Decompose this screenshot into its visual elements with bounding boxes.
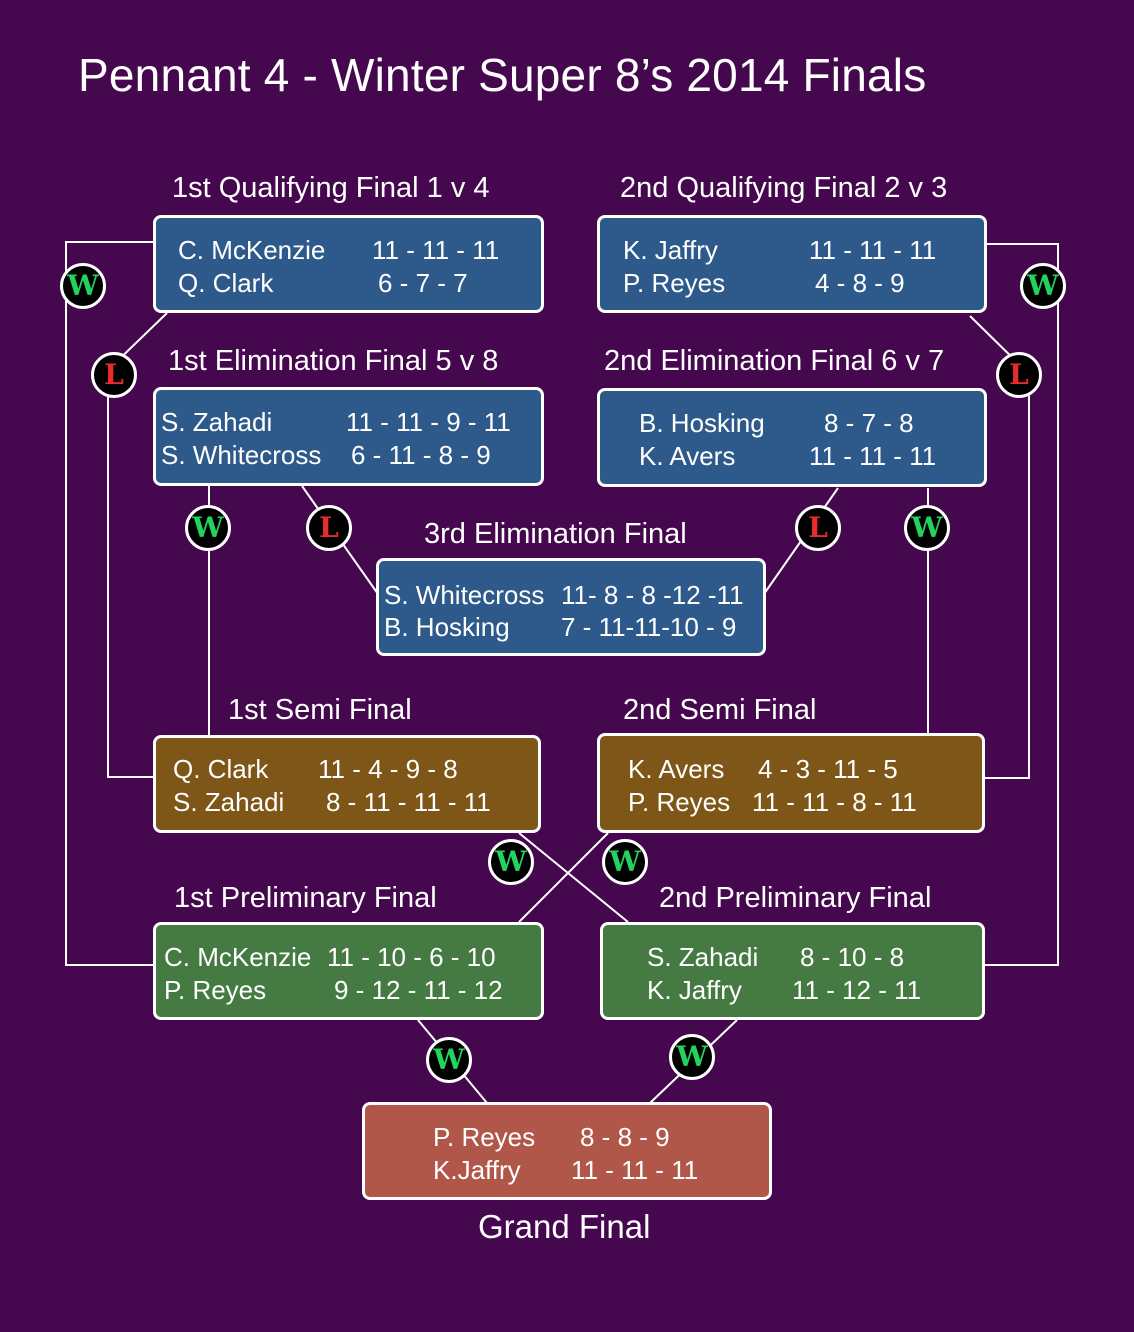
ef2-player2: K. Avers xyxy=(639,441,736,471)
qf1-score1: 11 - 11 - 11 xyxy=(372,235,500,265)
ef2-player1: B. Hosking xyxy=(639,408,765,438)
ef1-player1: S. Zahadi xyxy=(161,407,273,437)
ef3-match-box: S. Whitecross 11- 8 - 8 -12 -11 B. Hoski… xyxy=(376,558,766,656)
pf1-label: 1st Preliminary Final xyxy=(174,882,437,914)
gf-score1: 8 - 8 - 9 xyxy=(580,1122,670,1152)
page-title: Pennant 4 - Winter Super 8’s 2014 Finals xyxy=(78,49,927,101)
connector-qf1-winner xyxy=(65,241,155,966)
win-badge-ef2: W xyxy=(904,505,950,551)
qf2-score2: 4 - 8 - 9 xyxy=(815,268,905,298)
gf-player1: P. Reyes xyxy=(433,1122,536,1152)
pf1-match-box: C. McKenzie 11 - 10 - 6 - 10 P. Reyes 9 … xyxy=(153,922,544,1020)
loss-badge-ef2: L xyxy=(795,505,841,551)
sf1-player1: Q. Clark xyxy=(173,754,269,784)
qf2-match-box: K. Jaffry 11 - 11 - 11 P. Reyes 4 - 8 - … xyxy=(597,215,987,313)
gf-match-box: P. Reyes 8 - 8 - 9 K.Jaffry 11 - 11 - 11 xyxy=(362,1102,772,1200)
sf2-player2: P. Reyes xyxy=(628,787,731,817)
sf2-player1: K. Avers xyxy=(628,754,725,784)
connector-sf2-winner xyxy=(518,832,609,923)
win-badge-ef1: W xyxy=(185,505,231,551)
sf1-score2: 8 - 11 - 11 - 11 xyxy=(326,787,491,817)
ef3-player1: S. Whitecross xyxy=(384,580,545,610)
connector-qf2-winner xyxy=(983,243,1059,966)
pf2-label: 2nd Preliminary Final xyxy=(659,882,932,914)
qf2-score1: 11 - 11 - 11 xyxy=(809,235,937,265)
pf1-player2: P. Reyes xyxy=(164,975,267,1005)
ef3-player2: B. Hosking xyxy=(384,612,510,642)
ef2-score1: 8 - 7 - 8 xyxy=(824,408,914,438)
ef2-label: 2nd Elimination Final 6 v 7 xyxy=(604,345,945,377)
qf1-match-box: C. McKenzie 11 - 11 - 11 Q. Clark 6 - 7 … xyxy=(153,215,544,313)
qf1-player2: Q. Clark xyxy=(178,268,274,298)
qf1-label: 1st Qualifying Final 1 v 4 xyxy=(172,172,490,204)
win-badge-pf1: W xyxy=(426,1037,472,1083)
pf1-player1: C. McKenzie xyxy=(164,942,312,972)
win-badge-sf2: W xyxy=(602,839,648,885)
pf2-score1: 8 - 10 - 8 xyxy=(800,942,905,972)
qf2-player1: K. Jaffry xyxy=(623,235,718,265)
sf2-label: 2nd Semi Final xyxy=(623,694,817,726)
sf1-label: 1st Semi Final xyxy=(228,694,412,726)
pf2-player2: K. Jaffry xyxy=(647,975,742,1005)
ef2-match-box: B. Hosking 8 - 7 - 8 K. Avers 11 - 11 - … xyxy=(597,388,987,487)
ef2-score2: 11 - 11 - 11 xyxy=(809,441,937,471)
ef1-match-box: S. Zahadi 11 - 11 - 9 - 11 S. Whitecross… xyxy=(153,387,544,486)
ef3-label: 3rd Elimination Final xyxy=(424,518,687,550)
win-badge-sf1: W xyxy=(488,839,534,885)
qf1-score2: 6 - 7 - 7 xyxy=(378,268,468,298)
ef1-score1: 11 - 11 - 9 - 11 xyxy=(346,407,511,437)
loss-badge-qf2: L xyxy=(996,352,1042,398)
sf1-player2: S. Zahadi xyxy=(173,787,285,817)
win-badge-pf2: W xyxy=(669,1034,715,1080)
connector-qf1-loser xyxy=(107,312,168,778)
ef3-score1: 11- 8 - 8 -12 -11 xyxy=(561,580,744,610)
sf2-score2: 11 - 11 - 8 - 11 xyxy=(752,787,917,817)
win-badge-qf2: W xyxy=(1020,263,1066,309)
win-badge-qf1: W xyxy=(60,263,106,309)
qf1-player1: C. McKenzie xyxy=(178,235,326,265)
pf1-score1: 11 - 10 - 6 - 10 xyxy=(327,942,496,972)
pf1-score2: 9 - 12 - 11 - 12 xyxy=(334,975,503,1005)
sf2-score1: 4 - 3 - 11 - 5 xyxy=(758,754,898,784)
ef3-score2: 7 - 11-11-10 - 9 xyxy=(561,612,737,642)
loss-badge-ef1: L xyxy=(306,505,352,551)
pf2-score2: 11 - 12 - 11 xyxy=(792,975,922,1005)
gf-score2: 11 - 11 - 11 xyxy=(571,1155,699,1185)
ef1-player2: S. Whitecross xyxy=(161,440,322,470)
loss-badge-qf1: L xyxy=(91,352,137,398)
connector-sf1-winner xyxy=(518,832,629,923)
sf1-score1: 11 - 4 - 9 - 8 xyxy=(318,754,458,784)
pf2-match-box: S. Zahadi 8 - 10 - 8 K. Jaffry 11 - 12 -… xyxy=(600,922,985,1020)
gf-label: Grand Final xyxy=(478,1208,651,1245)
ef1-score2: 6 - 11 - 8 - 9 xyxy=(351,440,491,470)
qf2-player2: P. Reyes xyxy=(623,268,726,298)
ef1-label: 1st Elimination Final 5 v 8 xyxy=(168,345,499,377)
sf2-match-box: K. Avers 4 - 3 - 11 - 5 P. Reyes 11 - 11… xyxy=(597,733,985,833)
pf2-player1: S. Zahadi xyxy=(647,942,759,972)
gf-player2: K.Jaffry xyxy=(433,1155,521,1185)
qf2-label: 2nd Qualifying Final 2 v 3 xyxy=(620,172,948,204)
sf1-match-box: Q. Clark 11 - 4 - 9 - 8 S. Zahadi 8 - 11… xyxy=(153,735,541,833)
connector-qf2-loser xyxy=(969,315,1030,779)
